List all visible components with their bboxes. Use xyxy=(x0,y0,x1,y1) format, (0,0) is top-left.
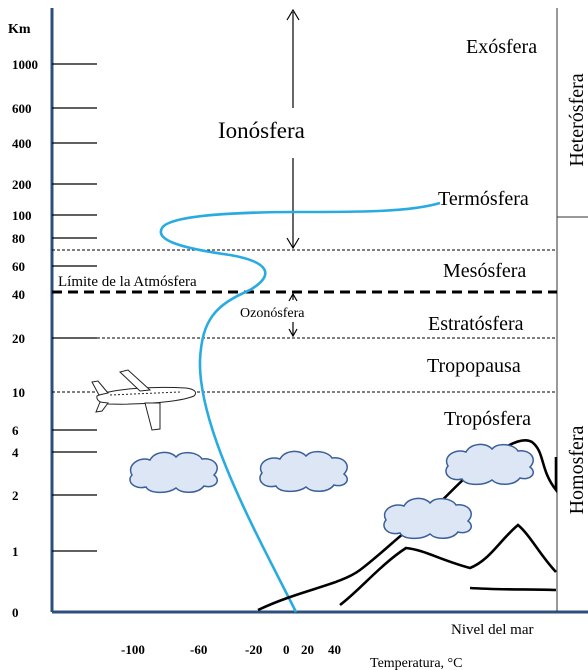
tick-label: 200 xyxy=(12,177,32,192)
ionosphere-arrows xyxy=(286,8,300,250)
cloud xyxy=(259,450,348,493)
label-termosfera: Termósfera xyxy=(438,188,529,210)
cloud xyxy=(445,443,534,486)
label-homosfera: Homosfera xyxy=(566,425,588,514)
airplane-icon xyxy=(91,369,197,431)
temperature-tick-labels: -100 -60 -20 0 20 40 xyxy=(121,642,341,657)
tick-label: 80 xyxy=(12,231,25,246)
cloud xyxy=(383,497,472,540)
label-heterosfera: Heterósfera xyxy=(566,73,588,166)
temperature-curve xyxy=(159,201,441,613)
layer-boundaries xyxy=(52,249,557,393)
tick-label: 2 xyxy=(12,488,19,503)
tick-label: 4 xyxy=(12,445,19,460)
tick-label: 1 xyxy=(12,544,19,559)
clouds xyxy=(129,443,534,540)
mountain-front xyxy=(339,523,557,607)
label-nivel-del-mar: Nivel del mar xyxy=(451,622,533,638)
altitude-tick-labels: 1000 600 400 200 100 80 60 40 20 10 6 4 … xyxy=(12,57,38,620)
altitude-ticks xyxy=(52,63,97,552)
tick-label: 40 xyxy=(12,287,25,302)
tick-label: 600 xyxy=(12,101,32,116)
temp-tick-label: 20 xyxy=(301,642,314,657)
tick-label: 1000 xyxy=(12,57,38,72)
label-estratosfera: Estratósfera xyxy=(428,313,524,335)
label-limite-atmosfera: Límite de la Atmósfera xyxy=(58,274,197,290)
mountain-foot xyxy=(469,586,557,592)
tick-label: 100 xyxy=(12,208,32,223)
diagram-frame xyxy=(50,8,588,614)
label-ionosfera: Ionósfera xyxy=(218,118,305,143)
temp-tick-label: -100 xyxy=(121,642,145,657)
altitude-unit-label: Km xyxy=(8,22,31,37)
temp-tick-label: 0 xyxy=(283,642,290,657)
ozonosphere-arrows xyxy=(288,292,298,338)
label-mesosfera: Mesósfera xyxy=(443,260,526,282)
temp-tick-label: -60 xyxy=(190,642,207,657)
tick-label: 0 xyxy=(12,605,19,620)
tick-label: 6 xyxy=(12,423,19,438)
tick-label: 20 xyxy=(12,331,25,346)
temperature-axis-label: Temperatura, °C xyxy=(370,656,462,670)
label-tropopausa: Tropopausa xyxy=(427,355,521,377)
tick-label: 60 xyxy=(12,259,25,274)
label-exosfera: Exósfera xyxy=(466,36,537,58)
tick-label: 10 xyxy=(12,385,25,400)
tick-label: 400 xyxy=(12,136,32,151)
label-ozonosfera: Ozonósfera xyxy=(240,306,305,321)
temp-tick-label: 40 xyxy=(328,642,341,657)
temp-tick-label: -20 xyxy=(245,642,262,657)
cloud xyxy=(129,451,218,494)
label-troposfera: Tropósfera xyxy=(444,408,531,430)
